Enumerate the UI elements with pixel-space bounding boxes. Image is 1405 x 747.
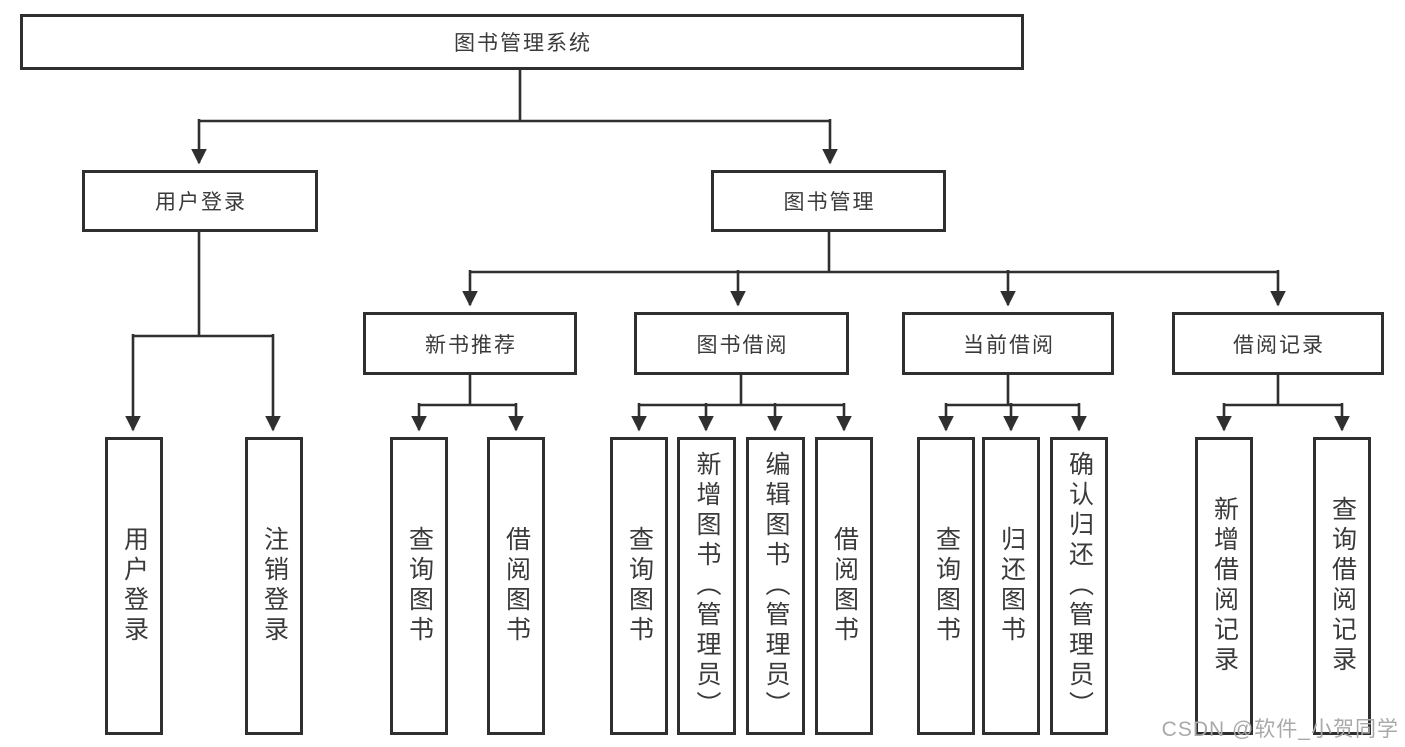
node-user-login-group: 用户登录 xyxy=(82,170,318,232)
node-book-management: 图书管理 xyxy=(711,170,946,232)
leaf-query-books-current: 查询图书 xyxy=(917,437,975,735)
leaf-add-borrow-record: 新增借阅记录 xyxy=(1195,437,1253,735)
leaf-borrow-books-recommend: 借阅图书 xyxy=(487,437,545,735)
leaf-return-books: 归还图书 xyxy=(982,437,1040,735)
node-borrow-records: 借阅记录 xyxy=(1172,312,1384,375)
node-new-book-recommend: 新书推荐 xyxy=(363,312,577,375)
leaf-add-book-admin: 新增图书（管理员） xyxy=(677,437,736,735)
leaf-edit-book-admin: 编辑图书（管理员） xyxy=(746,437,805,735)
node-book-borrow: 图书借阅 xyxy=(634,312,849,375)
leaf-query-borrow-record: 查询借阅记录 xyxy=(1313,437,1371,735)
leaf-confirm-return-admin: 确认归还（管理员） xyxy=(1050,437,1108,735)
leaf-user-login: 用户登录 xyxy=(105,437,163,735)
leaf-logout: 注销登录 xyxy=(245,437,303,735)
leaf-query-books-recommend: 查询图书 xyxy=(390,437,448,735)
watermark: CSDN @软件_小贺同学 xyxy=(1161,718,1399,741)
leaf-borrow-books: 借阅图书 xyxy=(815,437,873,735)
node-library-system: 图书管理系统 xyxy=(20,14,1024,70)
node-current-borrow: 当前借阅 xyxy=(902,312,1114,375)
leaf-query-books-borrow: 查询图书 xyxy=(610,437,668,735)
